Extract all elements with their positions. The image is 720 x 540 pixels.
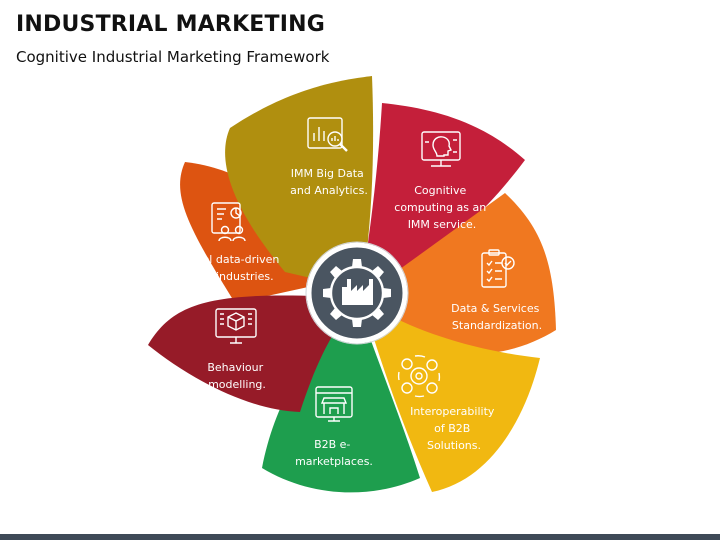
center-hub [305,241,409,345]
label-line: Interoperability [410,405,495,418]
label-line: Data & Services [451,302,539,315]
cube-monitor-icon [215,308,257,344]
label-line: IMM Big Data [291,167,364,180]
label-b2b-emarketplaces: B2B e- marketplaces. [295,438,373,468]
petal-interoperability[interactable] [362,300,540,492]
ai-monitor-icon [421,131,461,167]
label-data-services: Data & Services Standardization. [451,302,543,332]
petal-b2b-emarketplaces[interactable] [262,305,420,493]
page-title: INDUSTRIAL MARKETING [16,12,326,37]
label-line: B2B e- [314,438,350,451]
label-line: Solutions. [427,439,481,452]
petal-imm-big-data[interactable] [225,76,374,290]
label-line: IMM service. [408,218,477,231]
checklist-clipboard-icon [481,249,515,288]
label-line: B2B industries. [190,270,273,283]
petal-labels: IMM Big Data and Analytics. Cognitive co… [181,167,543,468]
analytics-magnifier-icon [307,117,348,152]
label-imm-big-data: IMM Big Data and Analytics. [290,167,368,197]
petal-cognitive-computing[interactable] [360,103,525,295]
label-line: Novel data-driven [181,253,279,266]
label-interoperability: Interoperability of B2B Solutions. [410,405,498,452]
page-subtitle: Cognitive Industrial Marketing Framework [16,48,330,66]
report-team-icon [211,202,246,242]
label-line: computing as an [394,201,486,214]
footer-bar [0,534,720,540]
gears-cycle-icon [397,355,441,398]
online-store-icon [315,386,353,422]
label-line: of B2B [434,422,470,435]
label-novel-data-driven: Novel data-driven B2B industries. [181,253,283,283]
petal-shapes [148,76,556,493]
label-line: Cognitive [414,184,466,197]
label-line: modelling. [208,378,266,391]
label-cognitive-computing: Cognitive computing as an IMM service. [394,184,489,231]
label-line: and Analytics. [290,184,368,197]
label-line: marketplaces. [295,455,373,468]
factory-gear-icon [323,259,391,327]
label-line: Standardization. [452,319,542,332]
label-behaviour-modelling: Behaviour modelling. [207,361,266,391]
petal-behaviour-modelling[interactable] [148,295,360,412]
label-line: Behaviour [207,361,263,374]
petal-data-services[interactable] [360,193,556,356]
